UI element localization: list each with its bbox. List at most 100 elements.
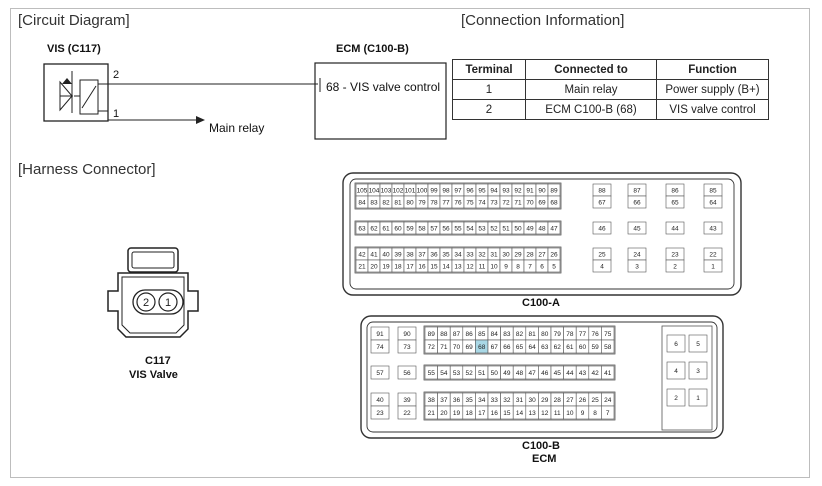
connector-pin-label: 14 [516, 410, 524, 417]
connector-pin-label: 76 [454, 199, 462, 206]
connector-pin-label: 82 [382, 199, 390, 206]
connector-pin [688, 388, 708, 407]
connector-pin [397, 339, 417, 354]
connector-pin [688, 334, 708, 353]
connector-pin-label: 105 [357, 187, 368, 194]
connector-pin-label: 36 [453, 397, 461, 404]
connector-pin [547, 259, 561, 273]
connector-pin [370, 405, 390, 420]
connector-pin-label: 82 [516, 331, 524, 338]
connector-pin-label: 43 [709, 225, 717, 232]
connector-pin-label: 79 [418, 199, 426, 206]
connector-pin-label: 65 [671, 199, 679, 206]
connector-pin-label: 45 [554, 370, 562, 377]
connector-pin-label: 95 [478, 187, 486, 194]
connector-pin-label: 15 [503, 410, 511, 417]
connector-pin-label: 22 [403, 410, 411, 417]
ecm-box [314, 62, 447, 140]
connector-pin-label: 34 [454, 251, 462, 258]
connector-pin-label: 47 [528, 370, 536, 377]
connector-pin-label: 73 [490, 199, 498, 206]
connector-pin-label: 53 [478, 225, 486, 232]
connector-pin-label: 85 [709, 187, 717, 194]
connector-pin-label: 28 [526, 251, 534, 258]
connector-pin-label: 57 [376, 370, 384, 377]
connector-pin-label: 12 [541, 410, 549, 417]
connector-pin-label: 16 [491, 410, 499, 417]
connection-info-title: [Connection Information] [461, 12, 625, 29]
connector-pin-label: 68 [550, 199, 558, 206]
connector-pin-label: 20 [370, 263, 378, 270]
connector-pin-label: 104 [369, 187, 380, 194]
connector-pin-label: 63 [358, 225, 366, 232]
connector-pin-label: 13 [528, 410, 536, 417]
connector-pin-label: 75 [466, 199, 474, 206]
connector-pin-label: 101 [405, 187, 416, 194]
connector-pin-label: 7 [528, 263, 532, 270]
connector-pin-label: 27 [538, 251, 546, 258]
connector-pin-label: 59 [406, 225, 414, 232]
connector-pin [665, 259, 685, 273]
connector-pin [627, 195, 647, 209]
pin-1-label: 1 [113, 108, 120, 120]
connector-pin-label: 15 [430, 263, 438, 270]
pin-block-frame [354, 246, 562, 274]
vis-valve-symbol [43, 63, 109, 122]
connector-pin-label: 12 [466, 263, 474, 270]
connector-pin-label: 54 [440, 370, 448, 377]
connector-pin [665, 195, 685, 209]
connector-pin-label: 62 [370, 225, 378, 232]
connector-pin-label: 74 [478, 199, 486, 206]
connector-pin-label: 70 [526, 199, 534, 206]
connector-pin-label: 54 [466, 225, 474, 232]
connector-pin-label: 37 [418, 251, 426, 258]
connector-pin-label: 2 [673, 263, 677, 270]
connector-pin-label: 60 [579, 344, 587, 351]
connector-pin-label: 87 [633, 187, 641, 194]
connector-pin-label: 40 [382, 251, 390, 258]
connector-pin-label: 3 [635, 263, 639, 270]
connector-pin-label: 2 [674, 395, 678, 402]
connector-pin [601, 405, 615, 420]
connector-pin-label: 25 [598, 251, 606, 258]
connector-pin-label: 44 [566, 370, 574, 377]
connector-pin [703, 259, 723, 273]
connector-pin-label: 80 [541, 331, 549, 338]
pin-block-frame [661, 325, 713, 431]
connector-pin-label: 30 [528, 397, 536, 404]
main-relay-label: Main relay [209, 121, 265, 135]
connector-pin [397, 365, 417, 380]
connector-pin-label: 43 [579, 370, 587, 377]
c117-name: C117 [145, 355, 171, 367]
arrow-icon [196, 116, 205, 124]
connector-pin-label: 48 [516, 370, 524, 377]
connector-pin-label: 20 [440, 410, 448, 417]
connector-pin-label: 40 [376, 397, 384, 404]
connector-pin-label: 28 [554, 397, 562, 404]
connector-pin-label: 86 [671, 187, 679, 194]
connector-pin-label: 76 [591, 331, 599, 338]
connector-pin-label: 56 [442, 225, 450, 232]
connector-pin-label: 6 [540, 263, 544, 270]
connector-pin [592, 259, 612, 273]
connector-pin-label: 58 [418, 225, 426, 232]
connector-pin-label: 91 [526, 187, 534, 194]
connector-pin-label: 57 [430, 225, 438, 232]
connector-pin-label: 59 [591, 344, 599, 351]
connector-pin-label: 35 [465, 397, 473, 404]
connector-pin-label: 7 [606, 410, 610, 417]
connector-pin-label: 49 [526, 225, 534, 232]
connector-pin-label: 3 [696, 368, 700, 375]
connector-pin-label: 24 [604, 397, 612, 404]
connector-pin-label: 31 [490, 251, 498, 258]
connector-pin-label: 80 [406, 199, 414, 206]
connector-pin [665, 221, 685, 235]
connector-pin-label: 16 [418, 263, 426, 270]
connector-pin-label: 71 [440, 344, 448, 351]
connector-pin-label: 10 [490, 263, 498, 270]
connector-pin-label: 69 [538, 199, 546, 206]
pin-2-label: 2 [113, 69, 120, 81]
c117-desc: VIS Valve [129, 369, 178, 381]
connector-pin [601, 365, 615, 380]
connector-pin-label: 27 [566, 397, 574, 404]
